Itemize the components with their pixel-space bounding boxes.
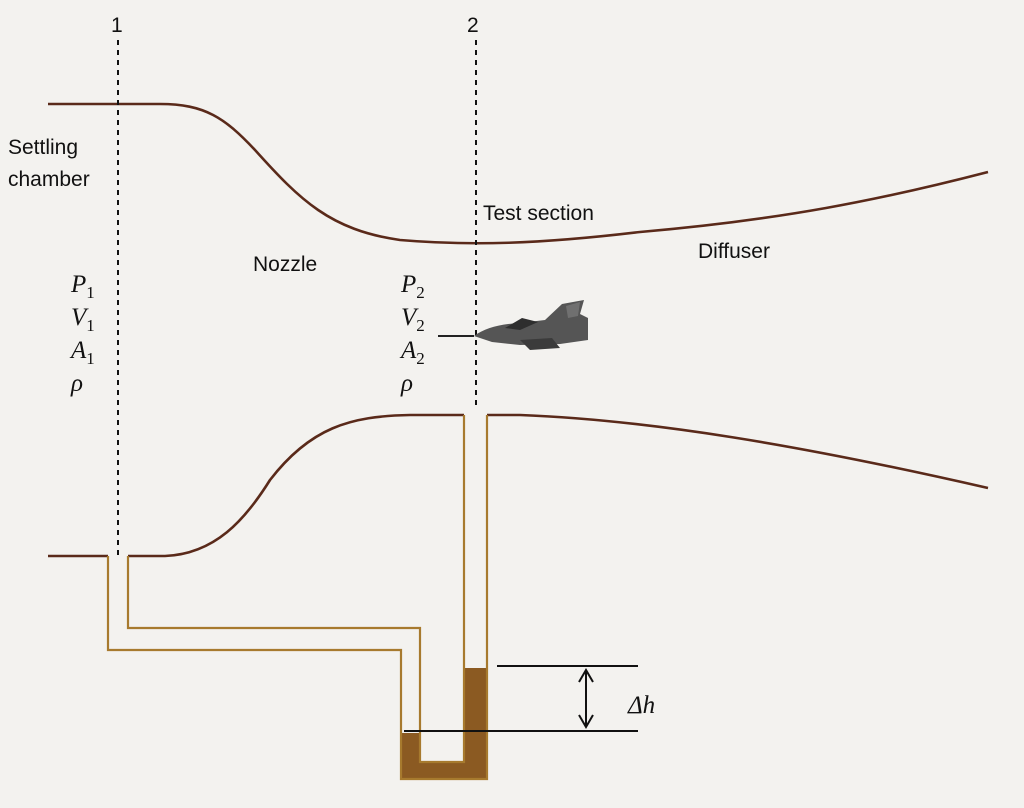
tunnel-lower-wall-diffuser [487, 413, 989, 490]
test-section-label: Test section [483, 202, 594, 225]
fighter-jet-model-icon [438, 300, 588, 350]
station-2-pressure: P2 [400, 271, 425, 302]
station-1-pressure: P1 [70, 271, 95, 302]
manometer-inner-tube [126, 415, 466, 764]
station-1-area: A1 [69, 337, 95, 368]
delta-h-label: Δh [627, 692, 655, 719]
manometer-fluid [401, 668, 487, 779]
nozzle-label: Nozzle [253, 253, 317, 276]
settling-chamber-label-line1: Settling [8, 136, 78, 159]
station-2-number: 2 [467, 14, 479, 37]
diffuser-label: Diffuser [698, 240, 770, 263]
station-2-velocity: V2 [401, 304, 425, 335]
station-1-number: 1 [111, 14, 123, 37]
delta-h-arrow [578, 668, 594, 729]
tunnel-lower-wall-nozzle [128, 413, 464, 558]
settling-chamber-label-line2: chamber [8, 168, 90, 191]
station-2-density: ρ [400, 370, 413, 397]
tunnel-upper-wall [48, 102, 989, 245]
manometer-outer-tube [106, 415, 489, 781]
station-1-density: ρ [70, 370, 83, 397]
station-2-area: A2 [399, 337, 425, 368]
station-1-velocity: V1 [71, 304, 95, 335]
